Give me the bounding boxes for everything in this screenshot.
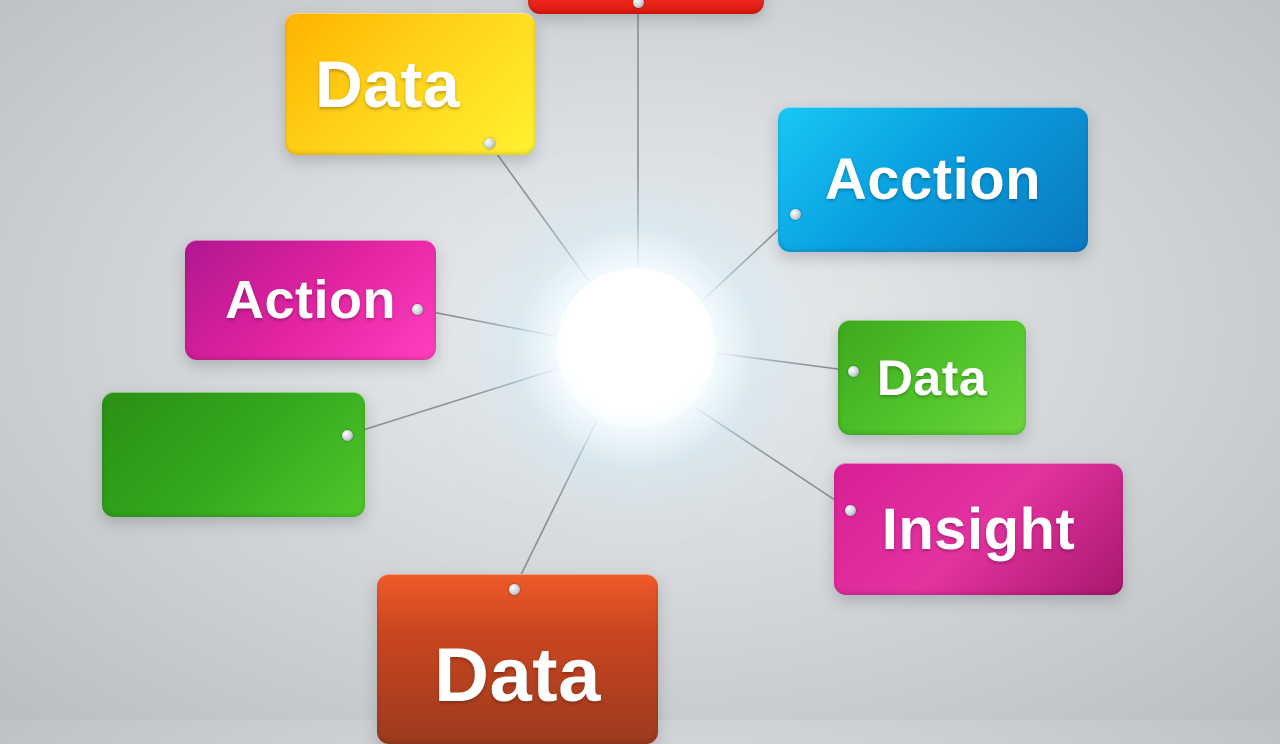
pin-blank-green: [342, 430, 353, 441]
tag-data-brown-label: Data: [434, 633, 601, 718]
pin-data-yellow: [484, 138, 495, 149]
tag-data-green: Data: [838, 320, 1026, 435]
tag-insight-pink: Insight: [834, 463, 1123, 595]
pin-insight-pink: [845, 505, 856, 516]
pin-action-blue: [790, 209, 801, 220]
tag-data-brown: Data: [377, 574, 658, 744]
tag-action-blue: Acction: [778, 107, 1088, 252]
tag-action-magenta-label: Action: [225, 270, 396, 330]
tag-action-blue-label: Acction: [824, 147, 1042, 212]
tag-blank-green: [102, 392, 365, 517]
tag-top-red: [528, 0, 764, 14]
tag-action-magenta: Action: [185, 240, 436, 360]
pin-action-magenta: [412, 304, 423, 315]
tag-data-yellow: Data: [285, 13, 535, 155]
tag-data-yellow-label: Data: [315, 47, 461, 121]
tag-insight-pink-label: Insight: [881, 496, 1076, 562]
pin-data-green: [848, 366, 859, 377]
pin-data-brown: [509, 584, 520, 595]
pin-top-red: [633, 0, 644, 8]
central-hub: [556, 268, 716, 428]
tag-data-green-label: Data: [876, 349, 988, 406]
diagram-canvas: Data Acction Action Data Insight Data: [102, 0, 1123, 744]
